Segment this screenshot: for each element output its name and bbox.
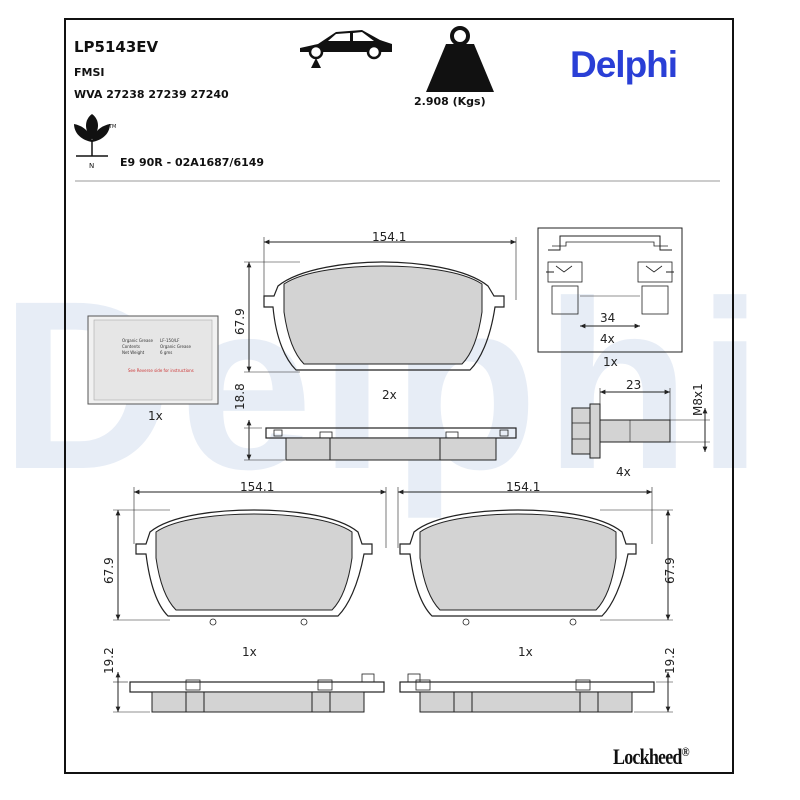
fmsi-label: FMSI (74, 66, 105, 79)
lockheed-registered-mark: ® (681, 744, 690, 759)
bolt-thread-label: M8x1 (691, 383, 705, 416)
clip-count-label: 4x (600, 332, 615, 346)
sachet-value-2: Organic Grease (160, 344, 191, 349)
car-position-icon (300, 30, 392, 68)
bolt-length-label: 23 (626, 378, 641, 392)
top-pad-quantity: 2x (382, 388, 397, 402)
eco-label: N (89, 162, 94, 170)
lockheed-logo: Lockheed® (613, 744, 690, 770)
sachet-value-3: 6 gms (160, 350, 172, 355)
left-pad-side-view (129, 673, 385, 713)
approval-code: E9 90R - 02A1687/6149 (120, 156, 265, 169)
top-pad-width-label: 154.1 (372, 230, 406, 244)
top-pad-front-view (263, 261, 505, 371)
bolt-drawing (571, 403, 671, 459)
left-pad-thickness-label: 19.2 (102, 647, 116, 674)
clip-kit-drawing (537, 227, 683, 353)
lockheed-name: Lockheed (613, 744, 682, 769)
wva-numbers: WVA 27238 27239 27240 (74, 88, 229, 101)
grease-sachet: Organic Grease Contents Net Weight LF-15… (87, 315, 219, 405)
sachet-line-3: Net Weight (122, 350, 145, 355)
sachet-value-1: LF-150/LF (160, 338, 180, 343)
clip-kit-quantity: 1x (603, 355, 618, 369)
sachet-footer: See Reverse side for instructions (128, 368, 194, 373)
right-pad-side-view (399, 673, 655, 713)
sachet-line-1: Organic Grease (122, 338, 153, 343)
right-pad-front-view (399, 509, 637, 626)
right-pad-width-label: 154.1 (506, 480, 540, 494)
right-pad-quantity: 1x (518, 645, 533, 659)
right-pad-height-label: 67.9 (663, 557, 677, 584)
delphi-logo: Delphi (570, 44, 678, 85)
top-pad-thickness-label: 18.8 (233, 383, 247, 410)
sachet-quantity: 1x (148, 409, 163, 423)
clip-width-label: 34 (600, 311, 615, 325)
left-pad-front-view (135, 509, 373, 626)
eco-leaf-icon: N TM (74, 114, 116, 170)
left-pad-height-label: 67.9 (102, 557, 116, 584)
right-pad-thickness-label: 19.2 (663, 647, 677, 674)
part-number: LP5143EV (74, 38, 159, 56)
weight-icon (426, 26, 494, 92)
drawing-sheet (64, 18, 734, 774)
weight-value: 2.908 (Kgs) (414, 95, 486, 108)
top-pad-height-label: 67.9 (233, 308, 247, 335)
bolt-quantity: 4x (616, 465, 631, 479)
left-pad-width-label: 154.1 (240, 480, 274, 494)
left-pad-quantity: 1x (242, 645, 257, 659)
eco-trademark: TM (108, 124, 116, 130)
top-pad-side-view (265, 427, 517, 461)
sachet-line-2: Contents (122, 344, 140, 349)
